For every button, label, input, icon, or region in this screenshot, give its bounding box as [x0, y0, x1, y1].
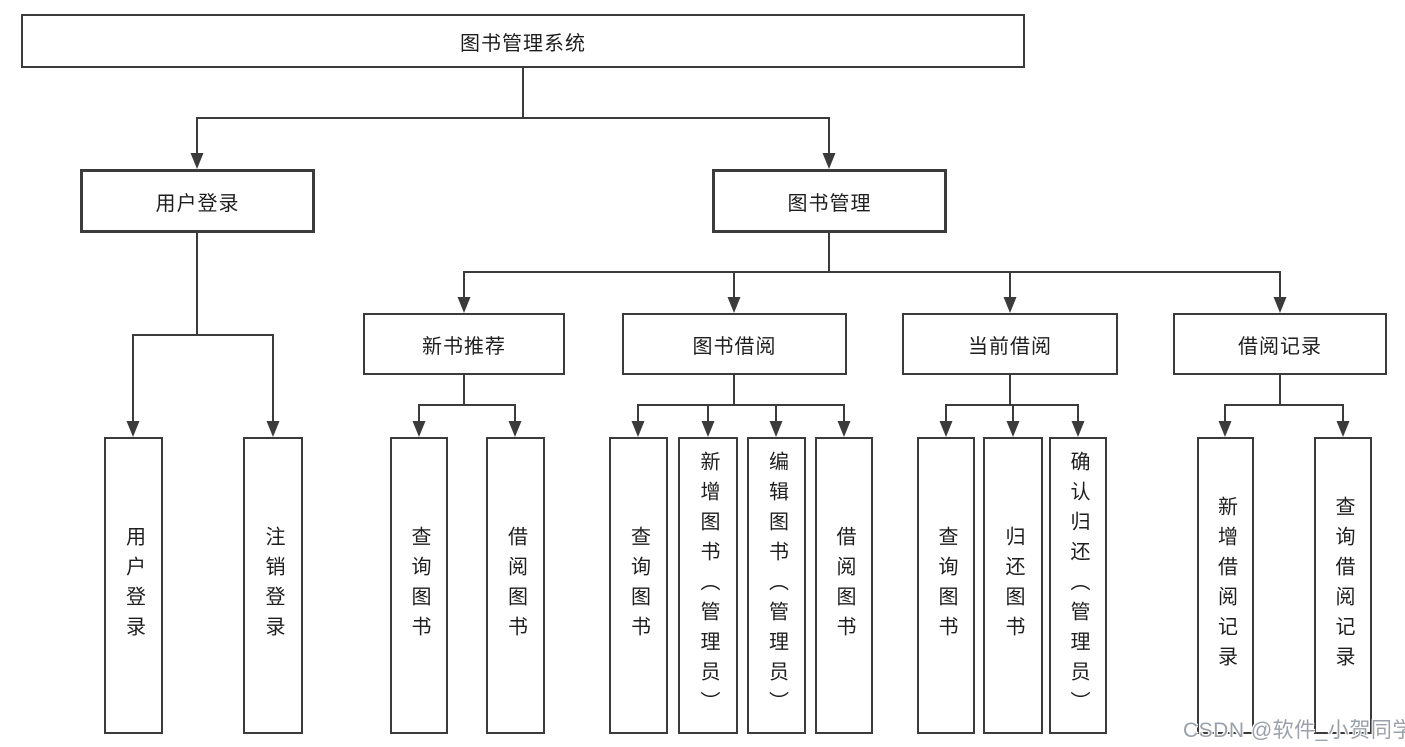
node-label: 查询图书: [408, 525, 430, 646]
node-user-login: 用户登录: [80, 169, 315, 233]
node-book-borrowing: 图书借阅: [622, 313, 847, 375]
node-borrowing-records: 借阅记录: [1173, 313, 1387, 375]
node-current-borrowing: 当前借阅: [902, 313, 1118, 375]
node-label: 编辑图书（管理员）: [765, 450, 788, 721]
node-label: 查询借阅记录: [1332, 495, 1354, 676]
leaf-add-books-admin: 新增图书（管理员）: [678, 437, 738, 734]
leaf-borrow-books-recommend: 借阅图书: [486, 437, 545, 734]
node-label: 借阅图书: [833, 525, 855, 646]
node-label: 查询图书: [627, 525, 650, 646]
leaf-user-login: 用户登录: [104, 437, 163, 734]
node-new-book-recommendation: 新书推荐: [363, 313, 565, 375]
watermark: CSDN @软件_小贺同学: [1183, 719, 1405, 742]
node-label: 新增图书（管理员）: [697, 450, 719, 721]
leaf-add-borrow-record: 新增借阅记录: [1197, 437, 1254, 734]
node-label: 用户登录: [155, 192, 240, 215]
leaf-query-books-recommend: 查询图书: [390, 437, 448, 734]
node-label: 图书管理系统: [460, 32, 586, 55]
node-label: 新增借阅记录: [1214, 495, 1237, 676]
node-label: 图书借阅: [692, 335, 777, 358]
node-label: 注销登录: [262, 525, 284, 646]
node-book-management: 图书管理: [712, 169, 947, 233]
leaf-edit-books-admin: 编辑图书（管理员）: [747, 437, 806, 734]
node-library-management-system: 图书管理系统: [21, 14, 1025, 68]
leaf-query-books-current: 查询图书: [917, 437, 975, 734]
node-label: 用户登录: [122, 525, 145, 646]
node-label: 查询图书: [935, 525, 957, 646]
node-label: 图书管理: [787, 192, 872, 215]
node-label: 借阅图书: [504, 525, 527, 646]
leaf-confirm-return-admin: 确认归还（管理员）: [1049, 437, 1107, 734]
node-label: 确认归还（管理员）: [1067, 450, 1089, 721]
leaf-return-books: 归还图书: [983, 437, 1043, 734]
leaf-borrow-books: 借阅图书: [815, 437, 873, 734]
node-label: 归还图书: [1002, 525, 1024, 646]
leaf-logout-login: 注销登录: [243, 437, 303, 734]
leaf-query-books-borrow: 查询图书: [609, 437, 668, 734]
leaf-query-borrow-record: 查询借阅记录: [1314, 437, 1372, 734]
node-label: 新书推荐: [422, 335, 506, 358]
node-label: 当前借阅: [968, 335, 1052, 358]
node-label: 借阅记录: [1238, 335, 1322, 358]
